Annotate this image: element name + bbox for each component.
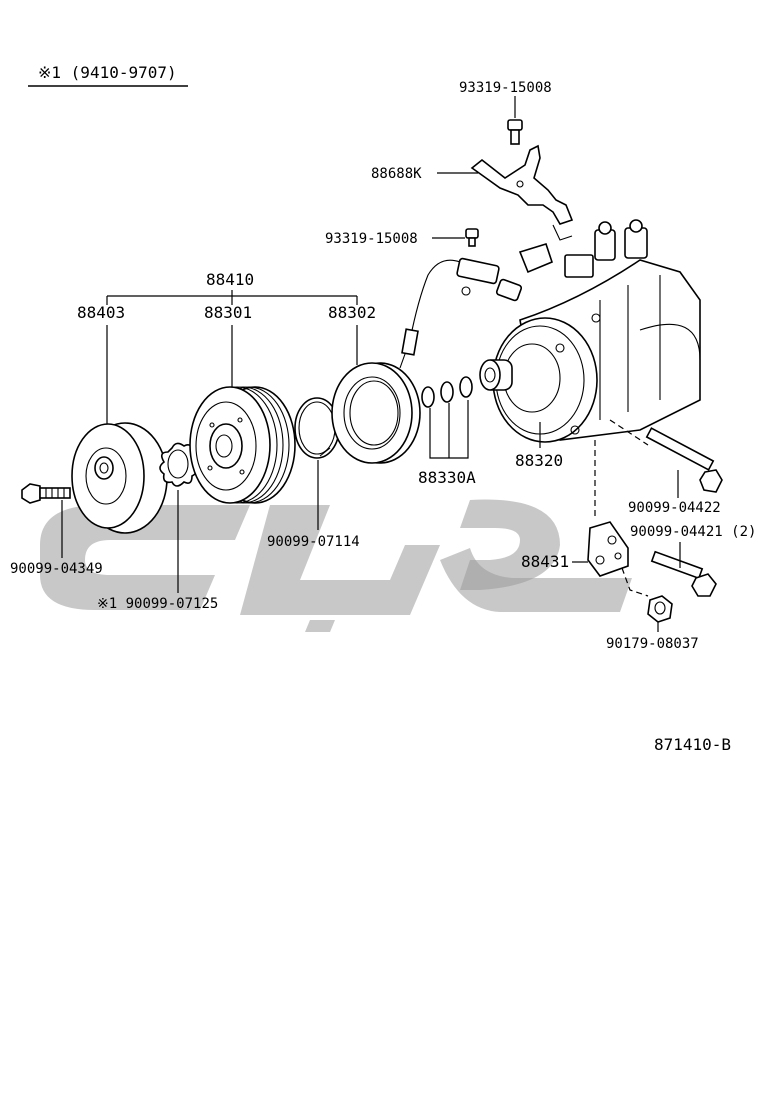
pressure-plate-part [71, 422, 168, 534]
label-bolt-long-2: 90099-04421 (2) [630, 524, 756, 540]
label-compressor: 88320 [515, 451, 563, 470]
label-bolt-long-1: 90099-04422 [628, 500, 721, 516]
field-coil-part [331, 259, 461, 464]
shims-part [421, 376, 473, 408]
compressor-part [479, 219, 701, 443]
label-pressure-plate: 88403 [77, 303, 125, 322]
label-nut: 90179-08037 [606, 636, 699, 652]
wire-connector-part [456, 257, 523, 302]
watermark-logo [40, 499, 632, 632]
label-bracket-top: 88688K [371, 166, 422, 182]
label-shims: 88330A [418, 468, 476, 487]
label-clutch-assy: 88410 [206, 270, 254, 289]
label-field-coil: 88302 [328, 303, 376, 322]
bolt-mid-part [465, 228, 479, 247]
bolt-long-1-part [645, 427, 723, 493]
bolt-left-part [21, 483, 71, 504]
nut-part [647, 595, 673, 623]
label-bolt-mid: 93319-15008 [325, 231, 418, 247]
label-pulley: 88301 [204, 303, 252, 322]
label-snap-ring-1: ※1 90099-07125 [97, 596, 218, 612]
label-stay: 88431 [521, 552, 569, 571]
bolt-long-2-part [650, 550, 717, 597]
pulley-part [189, 386, 296, 504]
bracket-top-part [470, 144, 574, 241]
figure-code: 871410-B [654, 735, 731, 754]
stay-part [587, 521, 629, 577]
label-bolt-top: 93319-15008 [459, 80, 552, 96]
bolt-top-part [507, 119, 523, 145]
label-snap-ring-2: 90099-07114 [267, 534, 360, 550]
label-bolt-left: 90099-04349 [10, 561, 103, 577]
series-note: ※1 (9410-9707) [38, 63, 177, 82]
